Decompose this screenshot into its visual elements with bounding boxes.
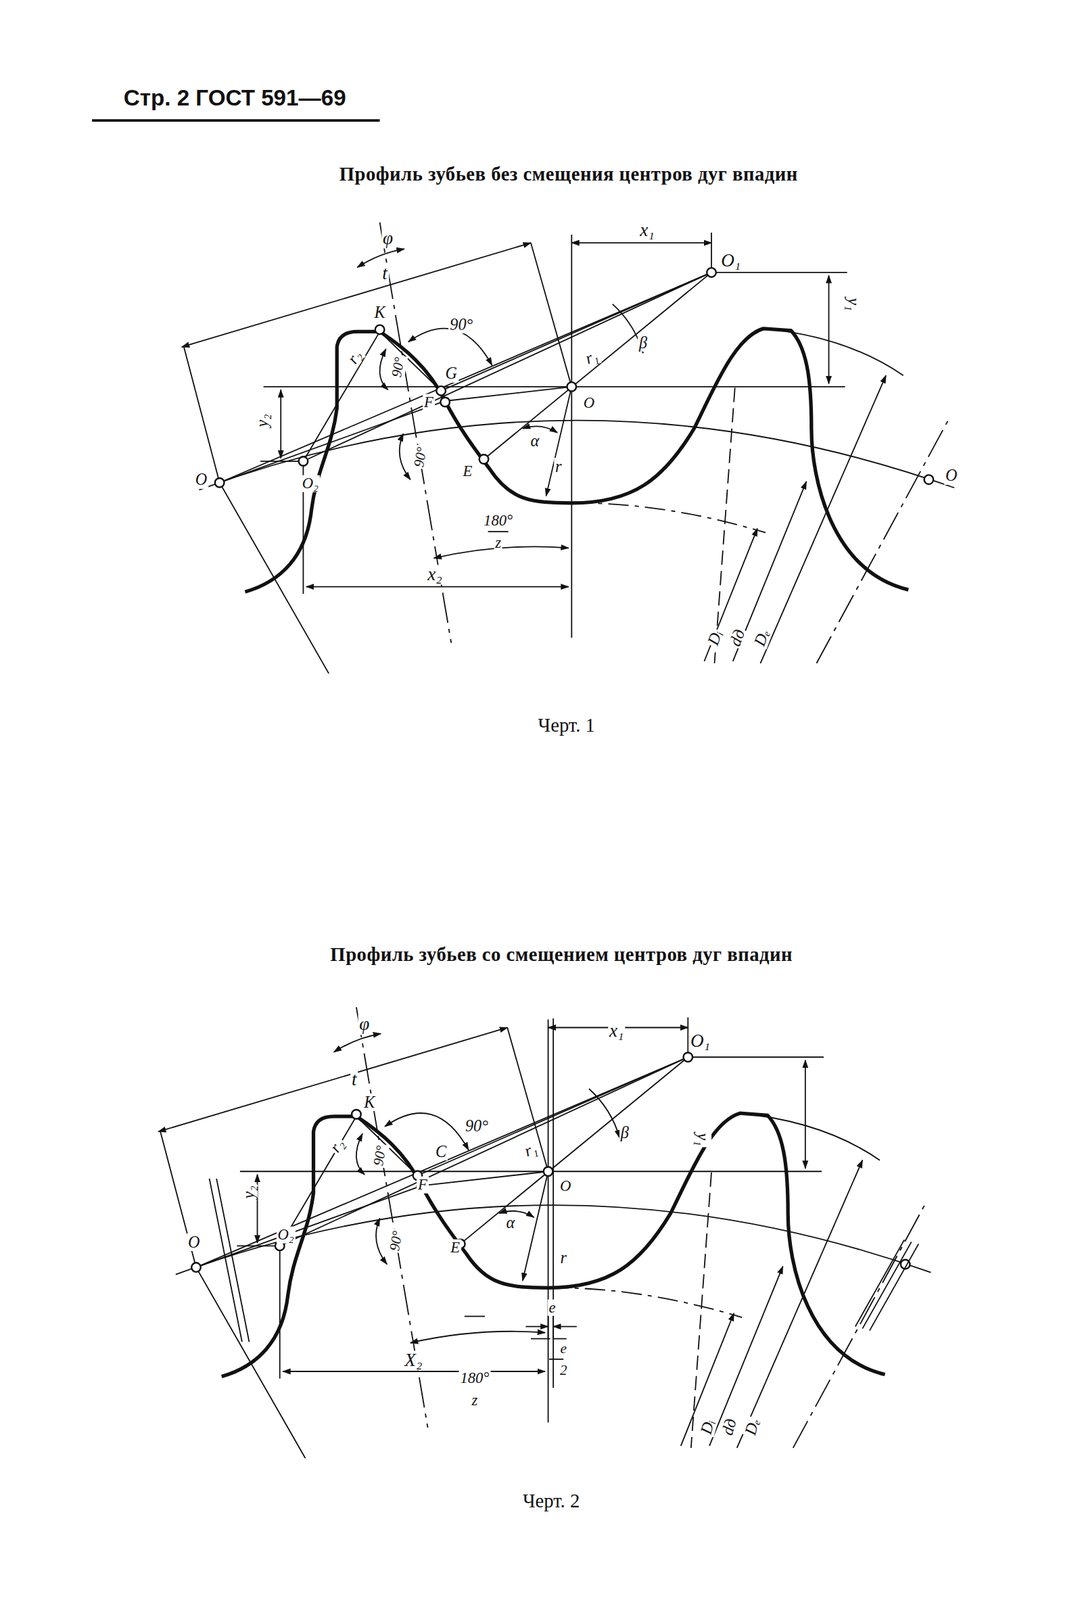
dimension-label: β [637, 334, 649, 352]
dimension-label: 2 [558, 1363, 569, 1379]
dimension-label: 90° [386, 1228, 406, 1254]
dimension-label: 90° [448, 315, 475, 334]
dimension-label: O₂ [300, 475, 320, 493]
dimension-label: 90° [463, 1117, 490, 1135]
dimension-label: α [504, 1213, 516, 1232]
dimension-label: e [559, 1341, 569, 1358]
dimension-label: r₂ [342, 346, 366, 369]
figure-title: Профиль зубьев со смещением центров дуг … [328, 944, 794, 966]
dimension-label: E [449, 1238, 462, 1256]
dimension-label: x₂ [426, 564, 444, 585]
dimension-label: β [619, 1123, 631, 1142]
header-rule [91, 119, 381, 122]
dimension-label: O [582, 394, 596, 412]
dimension-label: dд [717, 1415, 740, 1439]
dimension-label: z [470, 1392, 479, 1410]
dimension-label: Dₑ [741, 1415, 763, 1439]
dimension-label: 90° [369, 1142, 390, 1168]
dimension-label: t [380, 263, 389, 284]
dimension-label: α [529, 432, 542, 450]
dimension-label: 90° [411, 444, 431, 471]
dimension-label: Dᵢ [703, 626, 726, 650]
dimension-label: O [944, 466, 959, 485]
dimension-label: F [416, 1176, 429, 1194]
page-header: Стр. 2 ГОСТ 591—69 [122, 85, 348, 110]
dimension-label: e [547, 1299, 558, 1317]
dimension-label: y₂ [253, 412, 272, 429]
dimension-label: O₁ [689, 1031, 712, 1051]
dimension-label: O₁ [719, 251, 742, 272]
dimension-label: y₁ [693, 1131, 711, 1147]
dimension-label: r₁ [520, 1138, 541, 1161]
dimension-label: x₁ [607, 1021, 626, 1041]
dimension-label: r [559, 1249, 569, 1267]
dimension-label: dд [725, 626, 749, 651]
dimension-label: φ [357, 1015, 371, 1035]
dimension-label: O [558, 1178, 573, 1195]
dimension-label: 90° [388, 355, 408, 381]
dimension-label: r₂ [325, 1134, 349, 1157]
dimension-label: G [443, 364, 458, 383]
dimension-label: 180° [482, 511, 514, 529]
figure-title: Профиль зубьев без смещения центров дуг … [338, 162, 800, 184]
figure-caption: Черт. 1 [536, 714, 597, 736]
offset-details [209, 1018, 920, 1388]
dimension-label: C [434, 1142, 448, 1161]
dimension-label: z [493, 534, 503, 552]
dimension-label: F [422, 393, 435, 411]
dimension-label: x₁ [638, 221, 656, 241]
dimension-label: t [350, 1069, 359, 1090]
dimension-label: 180° [458, 1369, 491, 1387]
dimension-label: X₂ [403, 1351, 424, 1371]
dimension-label: r [553, 457, 563, 476]
dimension-label: r₁ [582, 346, 602, 368]
tooth-profile-figure [181, 222, 955, 674]
dimension-label: O [194, 470, 209, 489]
dimension-label: Dₑ [749, 626, 773, 650]
dimension-label: Dᵢ [696, 1416, 719, 1438]
dimension-label: φ [381, 229, 395, 249]
dimension-label: K [372, 303, 387, 322]
dimension-label: y₁ [844, 296, 863, 312]
dimension-label: O [186, 1233, 201, 1252]
dimension-label: y₂ [240, 1184, 258, 1200]
tooth-profile-figure-offset [158, 1006, 931, 1459]
dimension-label: K [362, 1093, 377, 1112]
dimension-label: O₂ [276, 1226, 296, 1244]
dimension-label: E [461, 463, 474, 481]
figure-caption: Черт. 2 [521, 1490, 581, 1512]
